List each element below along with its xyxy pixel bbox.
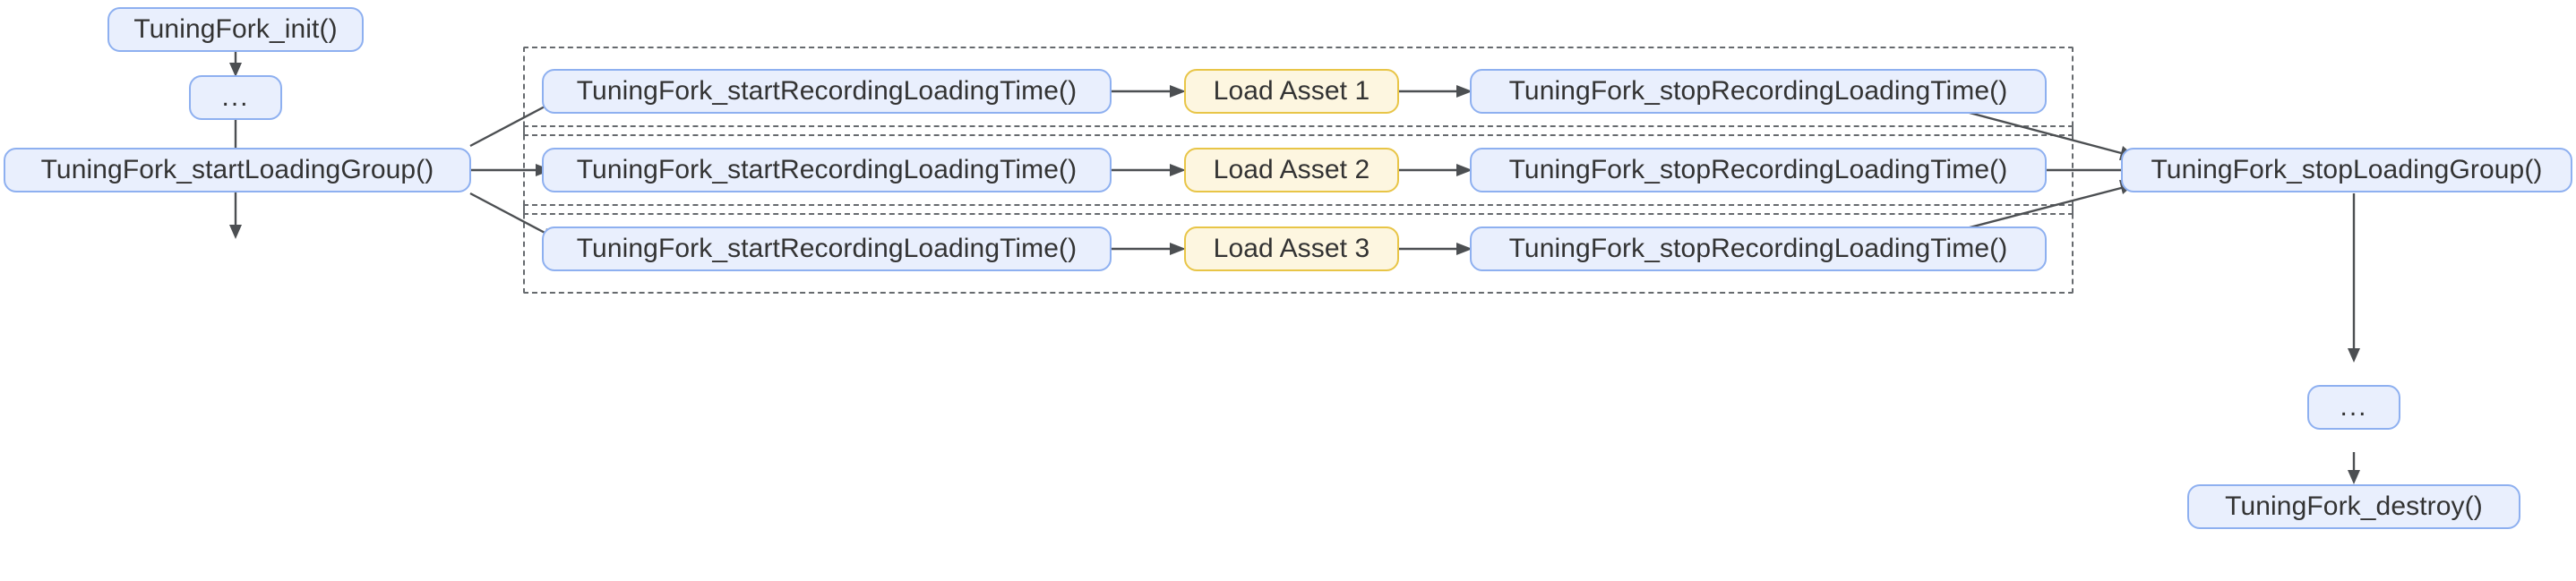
node-ellipsis-bottom[interactable]: ... xyxy=(2307,385,2400,430)
node-row3-start-recording[interactable]: TuningFork_startRecordingLoadingTime() xyxy=(542,226,1112,271)
node-tuningfork-init[interactable]: TuningFork_init() xyxy=(107,7,364,52)
node-row1-load-asset[interactable]: Load Asset 1 xyxy=(1184,69,1399,114)
edge-row2-asset-to-stop xyxy=(1397,164,1473,176)
node-row3-stop-recording[interactable]: TuningFork_stopRecordingLoadingTime() xyxy=(1470,226,2047,271)
node-row2-load-asset[interactable]: Load Asset 2 xyxy=(1184,148,1399,192)
edge-row1-start-to-asset xyxy=(1111,85,1186,98)
edge-ellipsis-to-destroy xyxy=(2348,452,2360,484)
node-stop-loading-group[interactable]: TuningFork_stopLoadingGroup() xyxy=(2121,148,2572,192)
edge-row3-asset-to-stop xyxy=(1397,243,1473,255)
edge-row2-start-to-asset xyxy=(1111,164,1186,176)
node-row1-stop-recording[interactable]: TuningFork_stopRecordingLoadingTime() xyxy=(1470,69,2047,114)
edge-row3-start-to-asset xyxy=(1111,243,1186,255)
edge-start-loading-group-to-row2 xyxy=(470,164,552,176)
edge-row1-asset-to-stop xyxy=(1397,85,1473,98)
edge-stop-loading-group-to-ellipsis xyxy=(2348,193,2360,363)
node-row1-start-recording[interactable]: TuningFork_startRecordingLoadingTime() xyxy=(542,69,1112,114)
node-start-loading-group[interactable]: TuningFork_startLoadingGroup() xyxy=(4,148,471,192)
node-row2-stop-recording[interactable]: TuningFork_stopRecordingLoadingTime() xyxy=(1470,148,2047,192)
node-tuningfork-destroy[interactable]: TuningFork_destroy() xyxy=(2187,484,2520,529)
node-ellipsis-top[interactable]: ... xyxy=(189,75,282,120)
node-row3-load-asset[interactable]: Load Asset 3 xyxy=(1184,226,1399,271)
loading-group-box-1 xyxy=(523,47,2074,136)
loading-group-box-3 xyxy=(523,204,2074,294)
node-row2-start-recording[interactable]: TuningFork_startRecordingLoadingTime() xyxy=(542,148,1112,192)
